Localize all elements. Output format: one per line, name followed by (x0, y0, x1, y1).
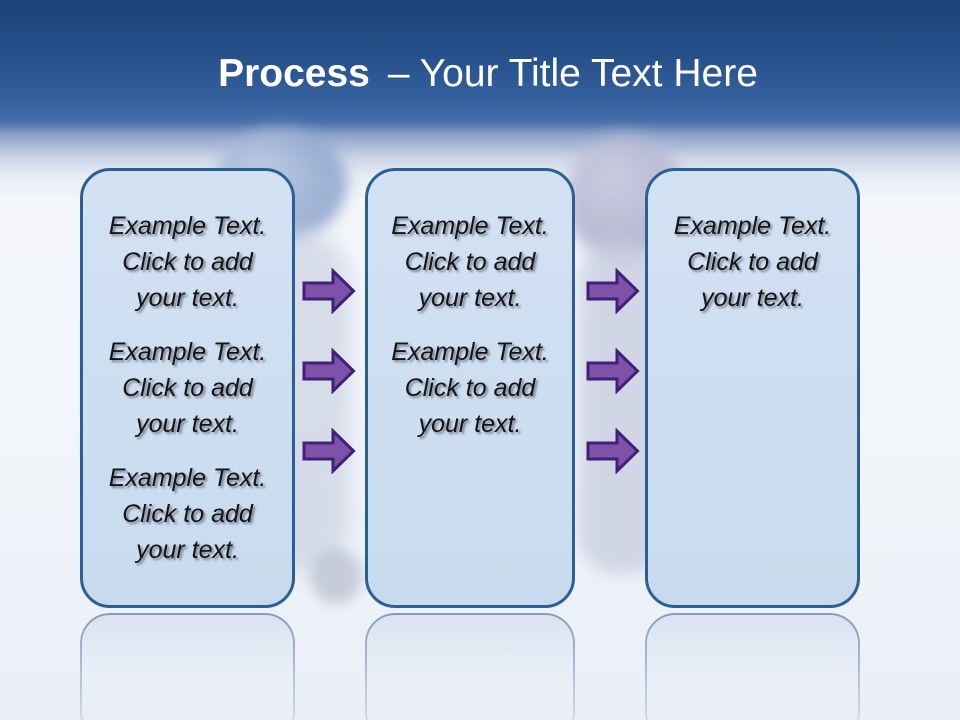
arrow-right-icon (302, 428, 356, 474)
title-bold-text: Process (218, 52, 370, 95)
process-panel-3[interactable]: Example Text. Click to add your text. (645, 168, 860, 608)
slide-title[interactable]: Process – Your Title Text Here (0, 50, 960, 98)
title-rest-text: – Your Title Text Here (387, 52, 758, 95)
panel-reflection (80, 613, 295, 720)
title-band (0, 0, 960, 200)
process-panel-1[interactable]: Example Text. Click to add your text. Ex… (80, 168, 295, 608)
panel-reflection (645, 613, 860, 720)
text-placeholder[interactable]: Example Text. Click to add your text. (108, 338, 267, 438)
arrow-right-icon (302, 348, 356, 394)
arrow-right-icon (586, 268, 640, 314)
person-silhouette-foot-left (310, 548, 362, 604)
panel-reflection (365, 613, 575, 720)
text-placeholder[interactable]: Example Text. Click to add your text. (108, 464, 267, 564)
text-placeholder[interactable]: Example Text. Click to add your text. (108, 212, 267, 312)
arrow-right-icon (302, 268, 356, 314)
text-placeholder[interactable]: Example Text. Click to add your text. (391, 338, 549, 438)
arrow-right-icon (586, 428, 640, 474)
text-placeholder[interactable]: Example Text. Click to add your text. (673, 212, 832, 312)
process-panel-2[interactable]: Example Text. Click to add your text. Ex… (365, 168, 575, 608)
text-placeholder[interactable]: Example Text. Click to add your text. (391, 212, 549, 312)
arrow-right-icon (586, 348, 640, 394)
